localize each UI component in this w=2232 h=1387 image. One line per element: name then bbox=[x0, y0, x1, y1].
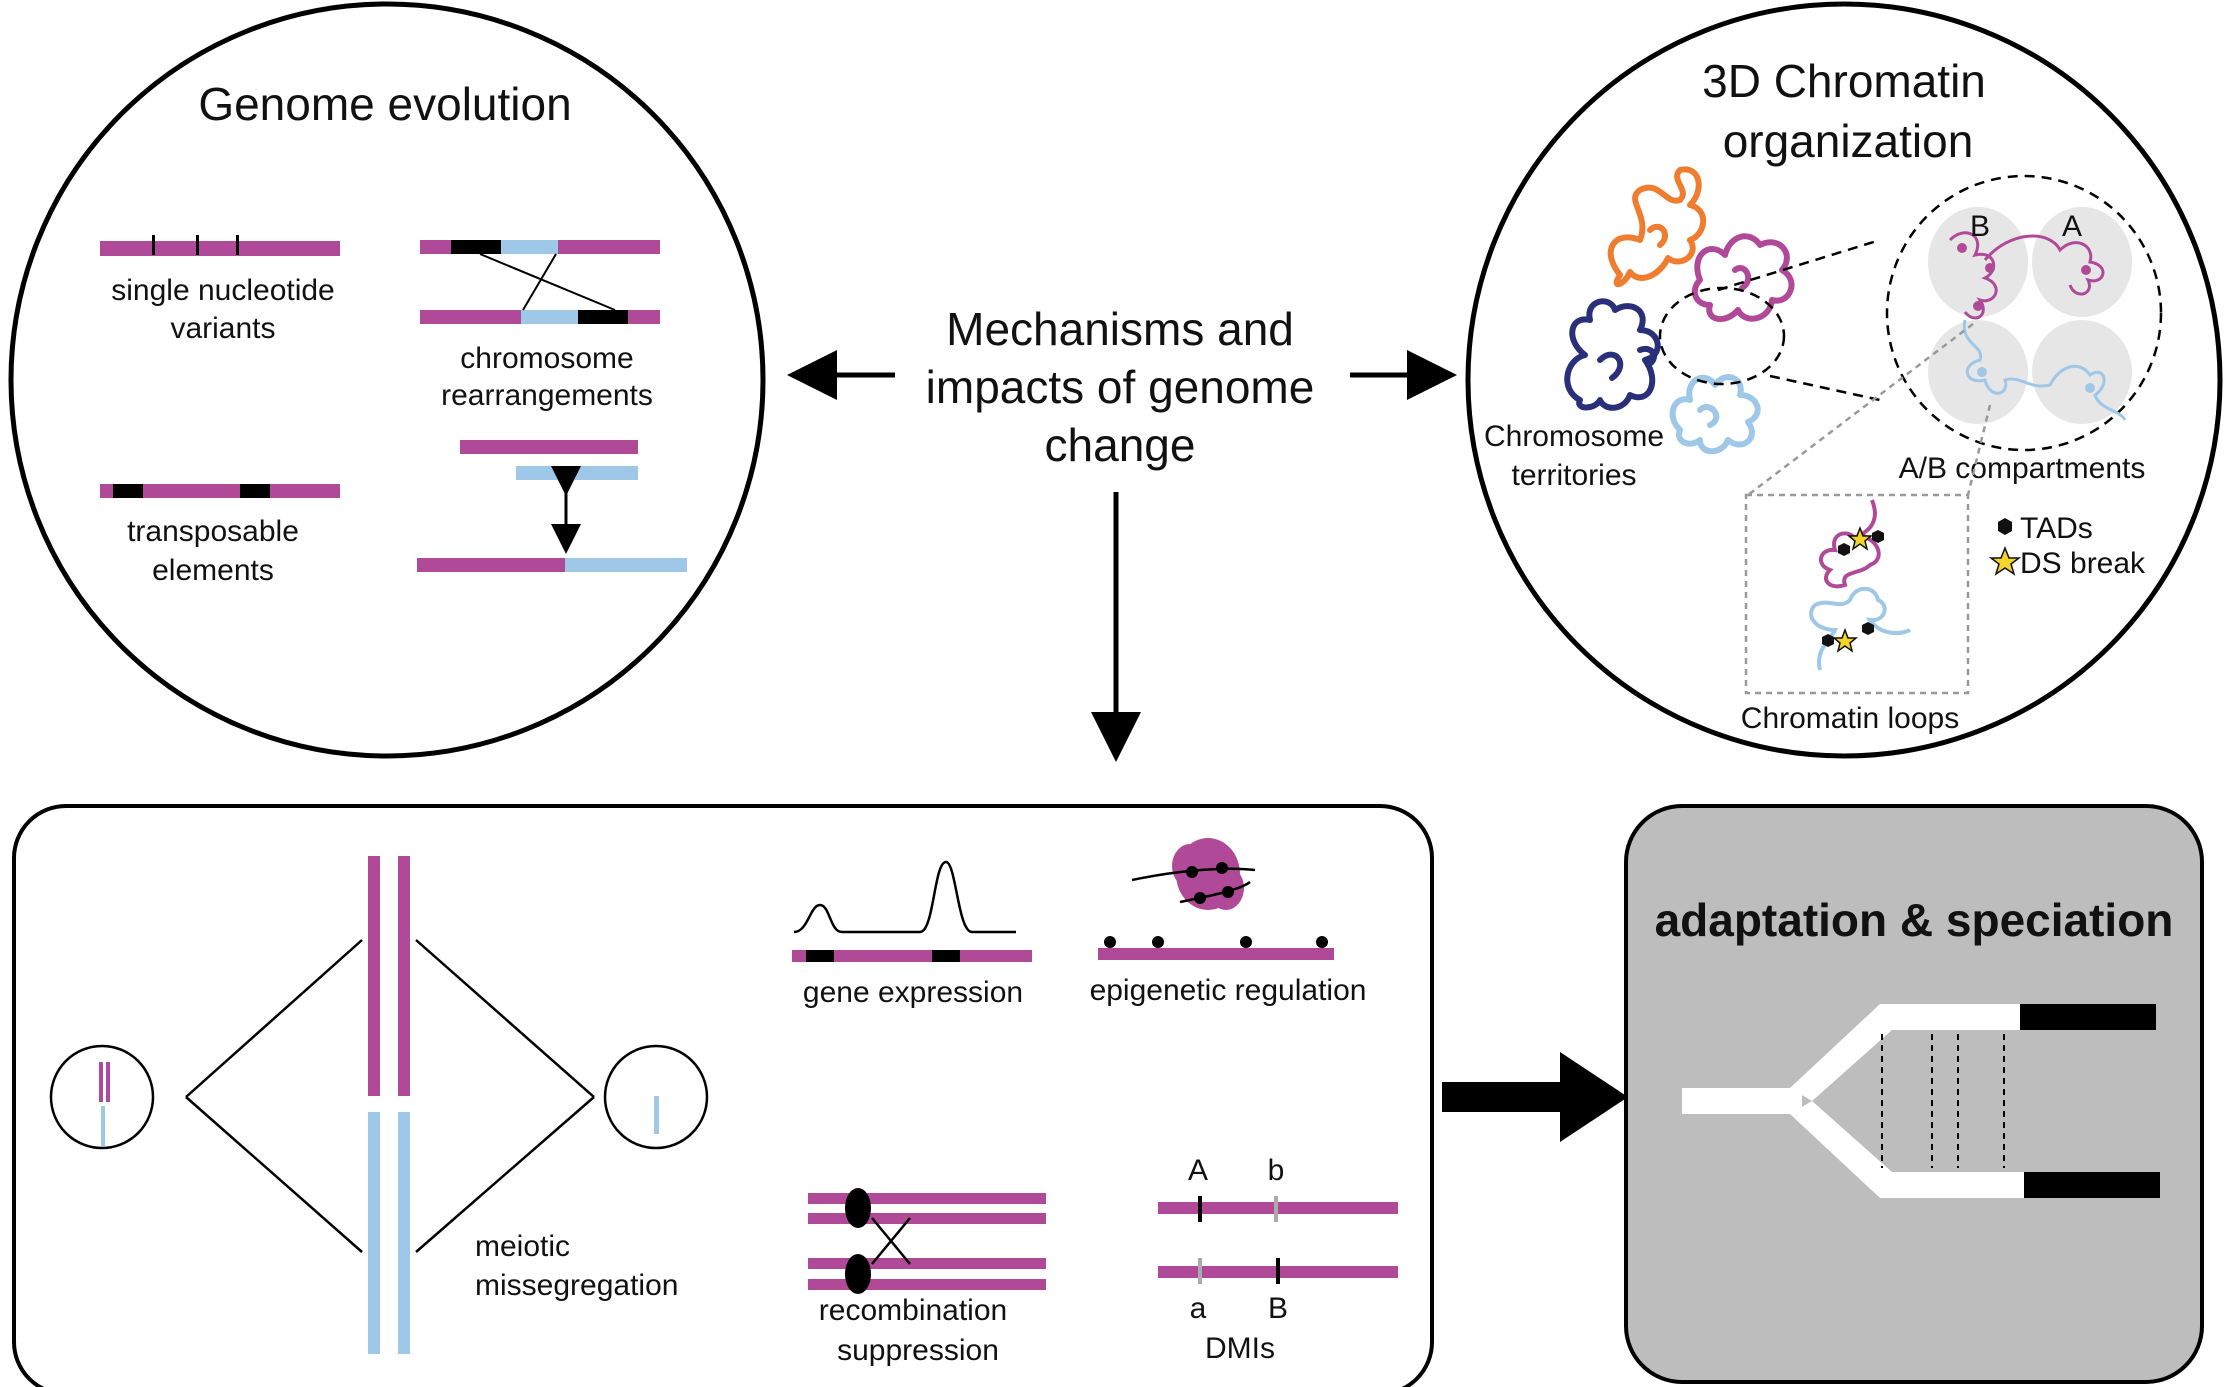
territory-orange bbox=[1607, 166, 1707, 288]
recombination-diagram bbox=[808, 1188, 1046, 1294]
genome-evolution-title: Genome evolution bbox=[198, 78, 571, 130]
big-arrow bbox=[1442, 1052, 1628, 1142]
gene-expression-diagram bbox=[792, 860, 1032, 962]
rearr-label-1: chromosome bbox=[460, 342, 633, 375]
adaptation-title: adaptation & speciation bbox=[1655, 894, 2174, 946]
compartment-b-top bbox=[1928, 207, 2028, 317]
compartment-b-label: B bbox=[1970, 210, 1990, 243]
meiotic-label-1: meiotic bbox=[475, 1230, 570, 1263]
snv-label-2: variants bbox=[170, 312, 275, 345]
loops-box bbox=[1744, 493, 1970, 695]
speciation-tree bbox=[1682, 1004, 2160, 1198]
meiotic-diagram bbox=[49, 856, 709, 1354]
loop-ds-breaks bbox=[1831, 525, 1874, 653]
loop-blue bbox=[1809, 586, 1911, 671]
compartment-a-top bbox=[2032, 207, 2132, 317]
recombination-label-1: recombination bbox=[819, 1294, 1007, 1327]
compartment-chain-magenta bbox=[1948, 231, 2105, 320]
compartment-chain-blue bbox=[1962, 319, 2127, 421]
dmi-label: DMIs bbox=[1205, 1332, 1275, 1365]
center-line-3: change bbox=[1045, 419, 1196, 471]
te-label-1: transposable bbox=[127, 515, 299, 548]
dmi-label-B: B bbox=[1268, 1292, 1288, 1325]
chromatin-panel: 3D Chromatin organization Chromosome ter… bbox=[1465, 1, 2223, 759]
impacts-panel: meiotic missegregation gene expression bbox=[12, 804, 1434, 1387]
rearr-label-2: rearrangements bbox=[441, 379, 653, 412]
snv-label-1: single nucleotide bbox=[111, 274, 335, 307]
loops-label: Chromatin loops bbox=[1741, 702, 1959, 735]
adaptation-panel: adaptation & speciation bbox=[1624, 804, 2204, 1384]
compartment-a-bottom bbox=[2032, 320, 2132, 424]
te-label-2: elements bbox=[152, 554, 274, 587]
genome-evolution-panel: Genome evolution single nucleotide varia… bbox=[8, 1, 766, 759]
center-line-2: impacts of genome bbox=[926, 361, 1315, 413]
territories-label-1: Chromosome bbox=[1484, 420, 1664, 453]
center-line-1: Mechanisms and bbox=[946, 303, 1294, 355]
te-chromosome bbox=[100, 484, 340, 498]
loop-tads bbox=[1822, 530, 1884, 647]
chromatin-title-2: organization bbox=[1723, 115, 1974, 167]
gene-expression-label: gene expression bbox=[803, 976, 1023, 1009]
territory-magenta bbox=[1691, 233, 1795, 322]
dmi-label-a: a bbox=[1190, 1292, 1207, 1325]
epigenetic-diagram bbox=[1098, 838, 1334, 960]
center-arrows bbox=[787, 350, 1628, 1142]
compartment-a-label: A bbox=[2062, 210, 2082, 243]
legend-tads: TADs bbox=[2020, 512, 2093, 545]
zoom-circle-compartments bbox=[1885, 174, 2163, 452]
meiotic-label-2: missegregation bbox=[475, 1269, 678, 1302]
recombination-label-2: suppression bbox=[837, 1334, 999, 1367]
translocation bbox=[417, 440, 687, 572]
hexagon-icon bbox=[1998, 518, 2012, 535]
rearrangement-inversion bbox=[420, 240, 660, 324]
adaptation-box bbox=[1624, 804, 2204, 1384]
star-icon bbox=[1988, 545, 2022, 576]
dmi-diagram bbox=[1158, 1196, 1398, 1284]
snv-chromosome bbox=[100, 235, 340, 256]
center-heading: Mechanisms and impacts of genome change bbox=[926, 303, 1315, 471]
epigenetic-label: epigenetic regulation bbox=[1090, 974, 1367, 1007]
territory-blue bbox=[1669, 374, 1761, 455]
territory-navy bbox=[1564, 298, 1661, 411]
dmi-label-A: A bbox=[1188, 1154, 1208, 1187]
compartments-label: A/B compartments bbox=[1899, 452, 2146, 485]
territories-label-2: territories bbox=[1511, 459, 1636, 492]
dmi-label-b: b bbox=[1268, 1154, 1285, 1187]
legend-ds-break: DS break bbox=[2020, 547, 2146, 580]
chromatin-title-1: 3D Chromatin bbox=[1702, 55, 1986, 107]
